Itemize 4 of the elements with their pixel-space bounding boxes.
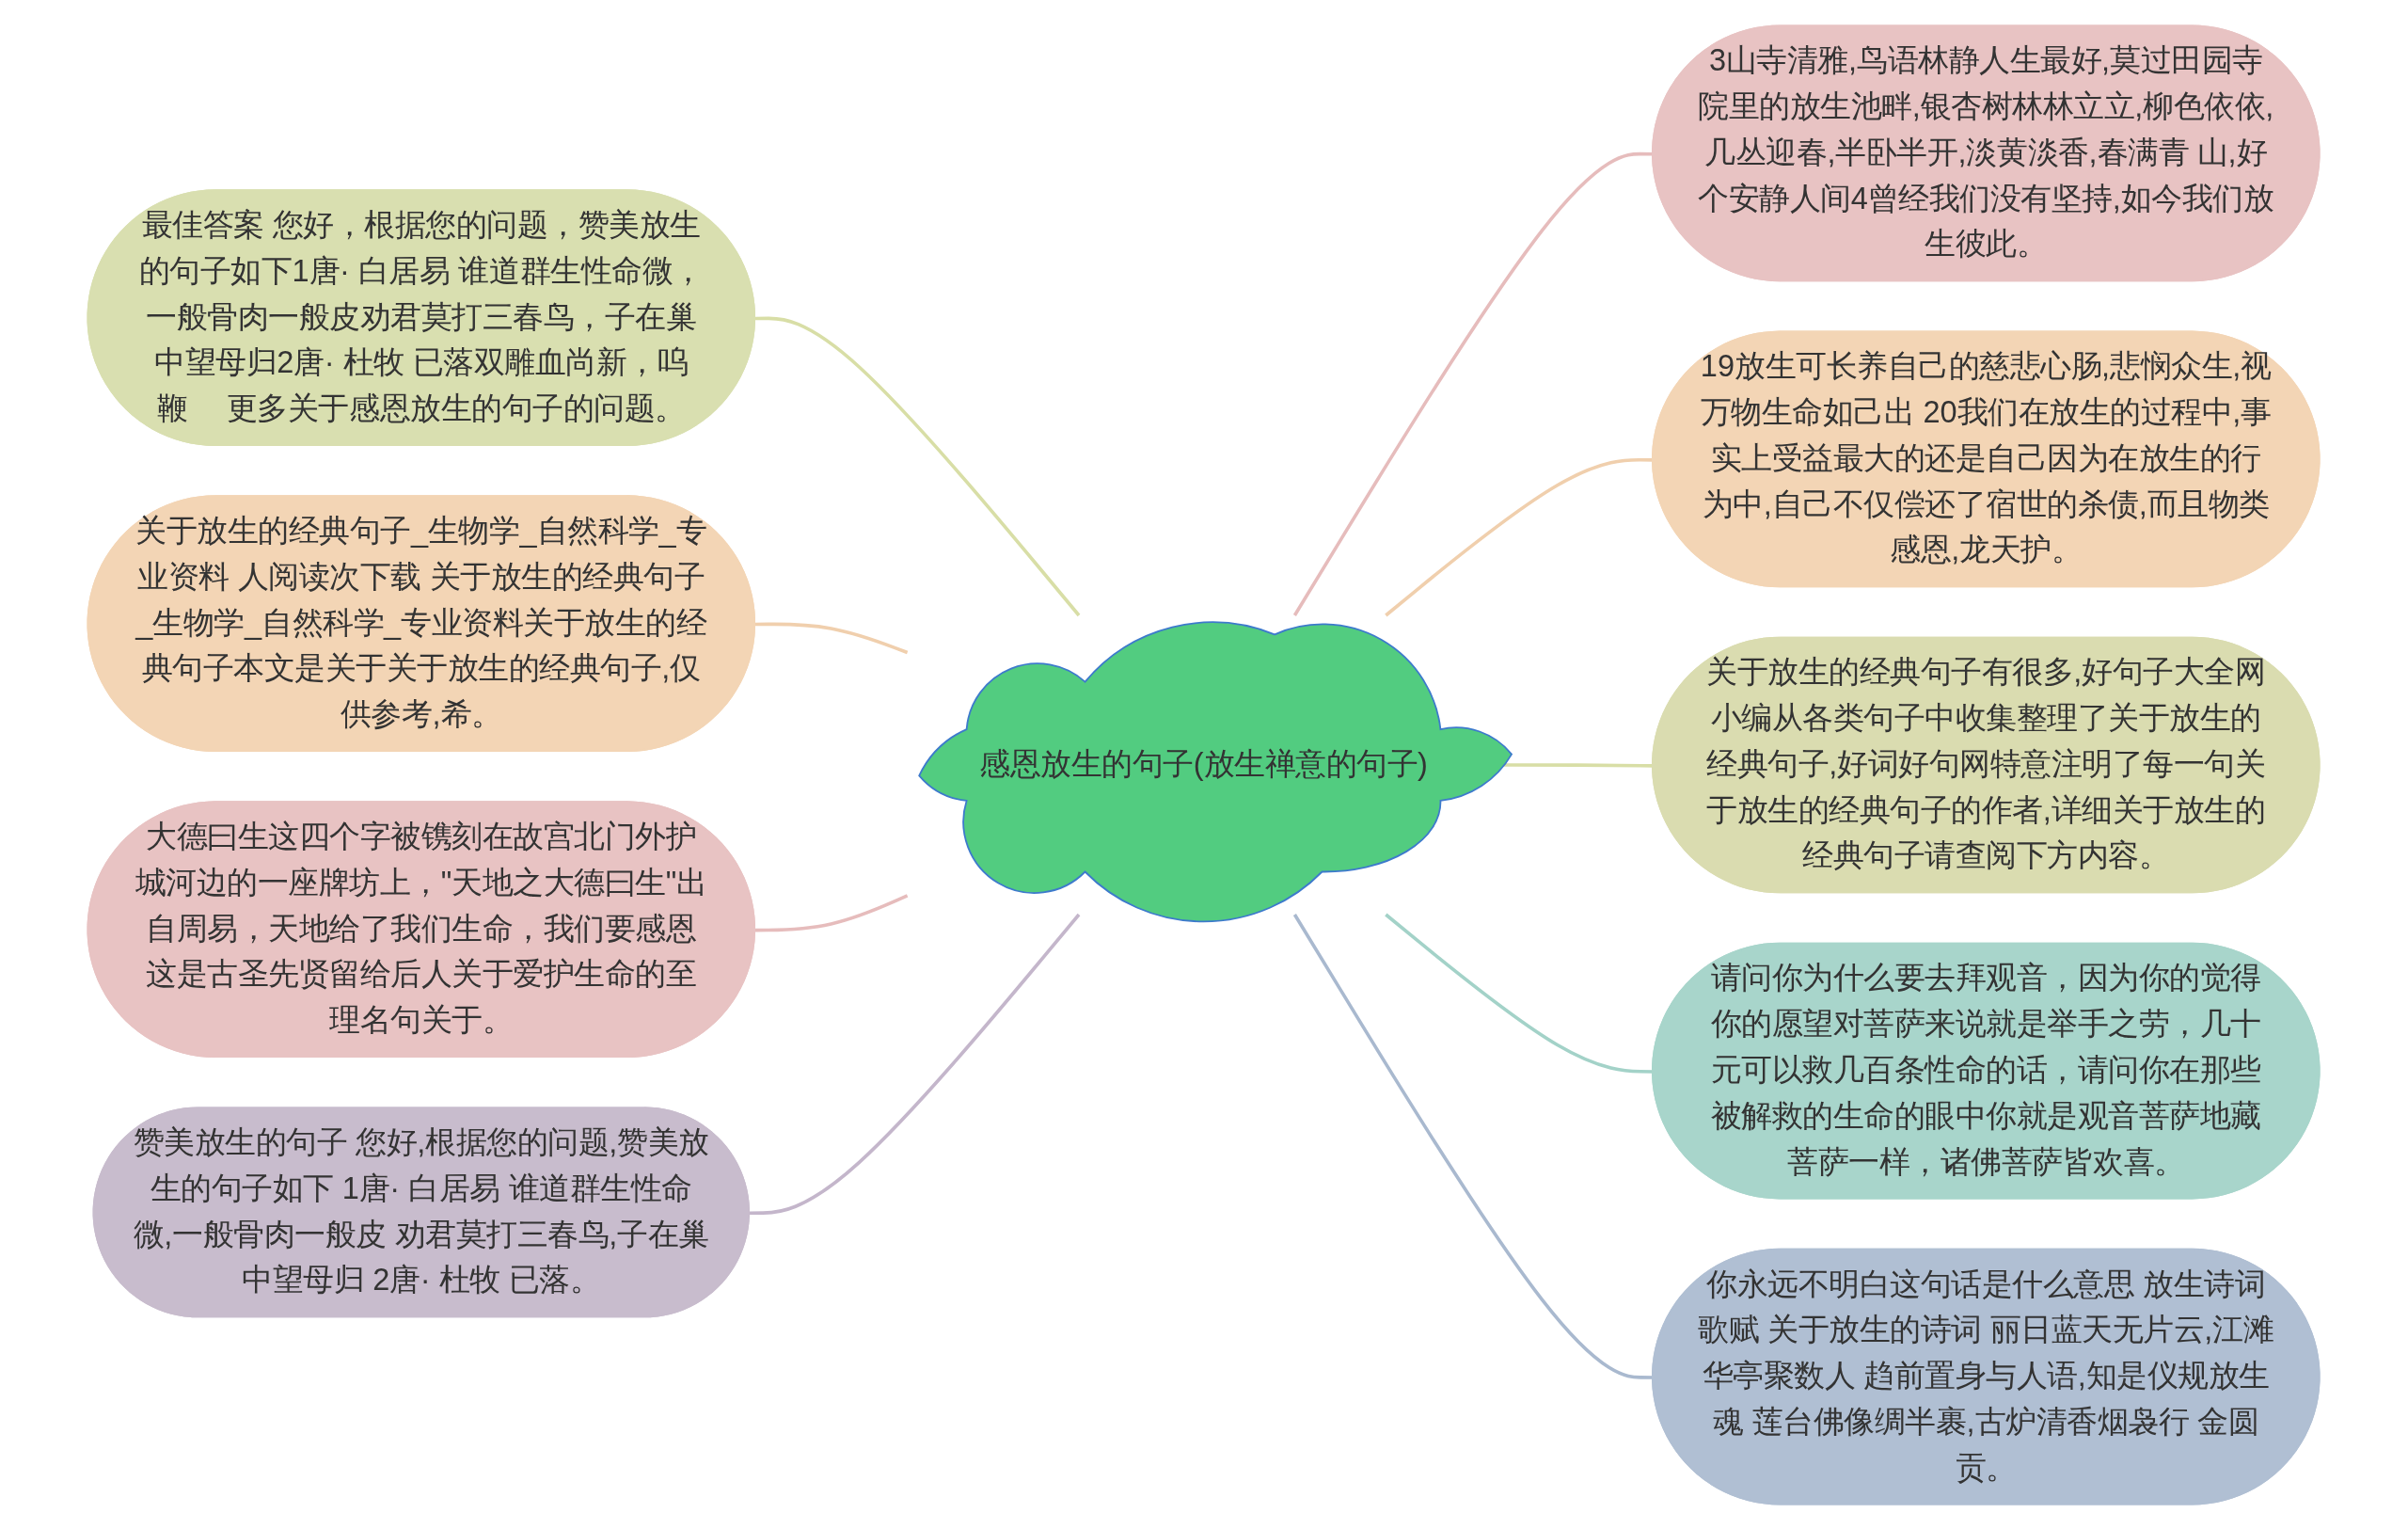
connector [755,622,909,654]
connector [755,316,1081,616]
connector [750,913,1081,1215]
connector [755,893,909,932]
